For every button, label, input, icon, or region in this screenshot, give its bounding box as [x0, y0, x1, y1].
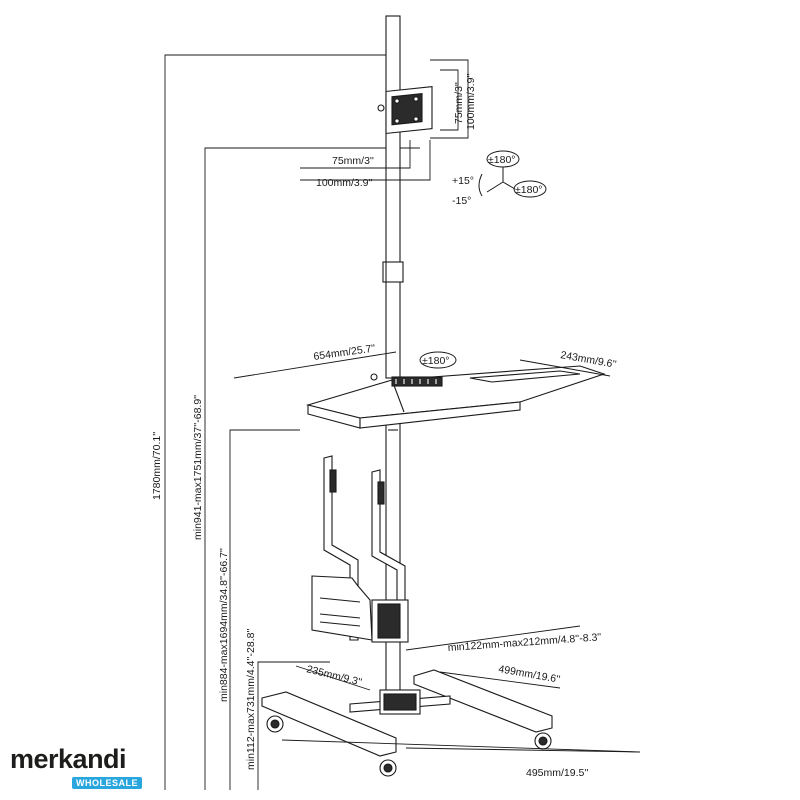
rotate-right-label: ±180° — [515, 184, 542, 196]
logo-badge: WHOLESALE — [72, 777, 142, 789]
base-depth-label: 499mm/19.6'' — [497, 663, 561, 686]
cpu-width-label: min122mm-max212mm/4.8''-8.3'' — [447, 631, 601, 654]
wall-reference-lines — [164, 54, 420, 790]
tilt-up-label: +15° — [452, 175, 474, 187]
vesa-75-height-label: 75mm/3'' — [453, 82, 465, 124]
monitor-height-label: min941-max1751mm/37''-68.9'' — [192, 395, 204, 540]
merkandi-logo: merkandi WHOLESALE — [8, 744, 148, 794]
vesa-75-width-label: 75mm/3'' — [332, 155, 374, 167]
dimension-lines — [233, 59, 641, 753]
tilt-down-label: -15° — [452, 195, 471, 207]
vesa-100-width-label: 100mm/3.9'' — [316, 177, 373, 189]
base-frame — [261, 669, 553, 777]
base-width-label: 495mm/19.5'' — [526, 767, 588, 779]
vesa-plate — [377, 85, 433, 135]
shelf-swivel-label: ±180° — [422, 355, 449, 367]
logo-name: merkandi — [10, 744, 127, 774]
swivel-top-label: ±180° — [488, 154, 515, 166]
rotation-symbols — [419, 150, 547, 369]
cpu-depth-label: 235mm/9.3'' — [305, 663, 363, 688]
total-height-label: 1780mm/70.1'' — [151, 432, 163, 500]
shelf-tray — [305, 365, 606, 429]
vesa-100-height-label: 100mm/3.9'' — [465, 73, 477, 130]
shelf-height-label: min884-max1694mm/34.8''-66.7'' — [218, 548, 230, 702]
cpu-tray — [311, 575, 409, 643]
cpu-height-label: min112-max731mm/4.4''-28.8'' — [245, 629, 257, 770]
